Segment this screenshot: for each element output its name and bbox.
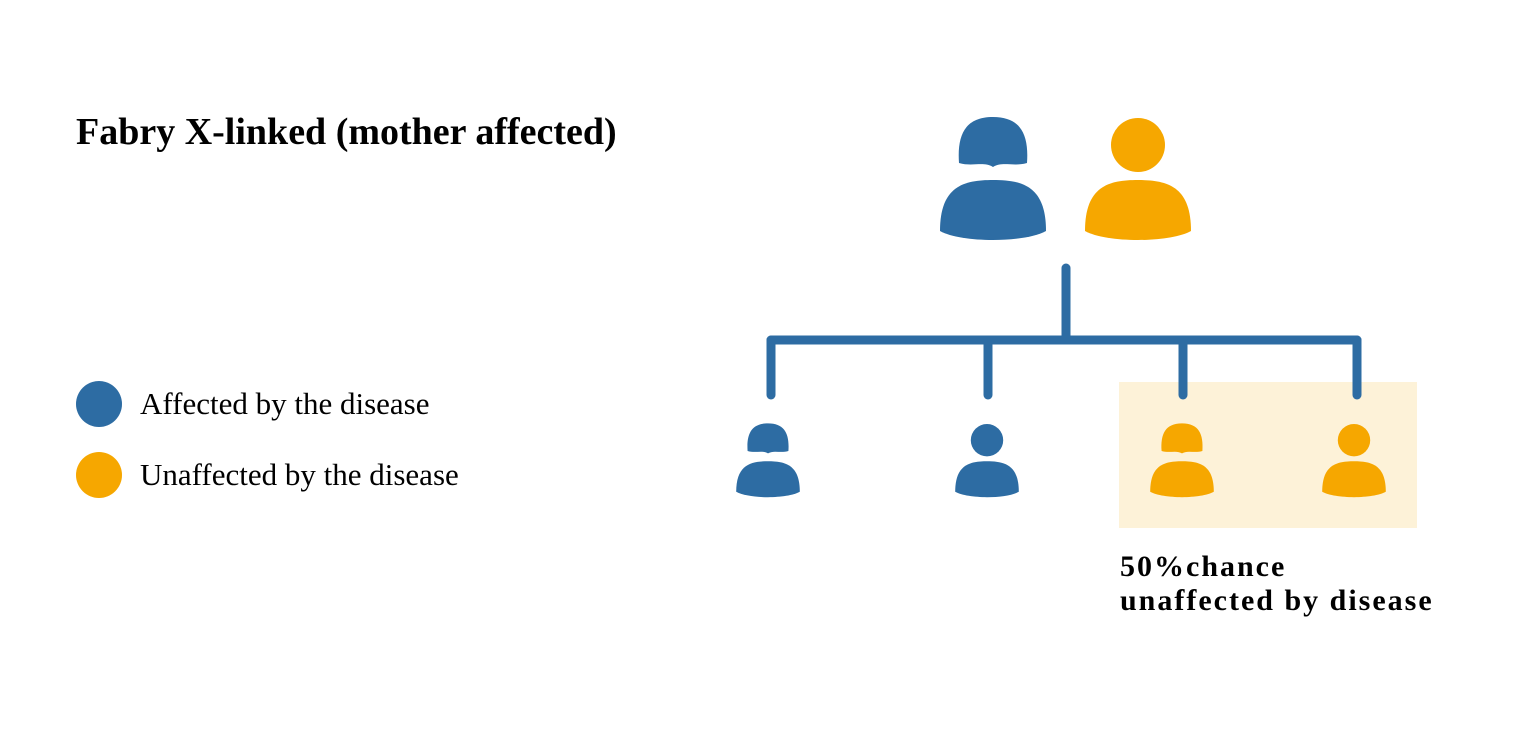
person-layer <box>736 117 1386 498</box>
female-head-icon <box>747 423 789 454</box>
legend-item-affected: Affected by the disease <box>76 381 430 427</box>
parent-mother-icon <box>940 117 1046 240</box>
parent-father-icon <box>1085 118 1191 240</box>
legend-label-affected: Affected by the disease <box>140 386 430 421</box>
legend-label-unaffected: Unaffected by the disease <box>140 457 459 492</box>
pedigree-lines <box>766 263 1362 400</box>
affected-color-dot <box>76 381 122 427</box>
person-body-icon <box>1085 180 1191 240</box>
person-body-icon <box>940 180 1046 240</box>
female-head-icon <box>1161 423 1203 454</box>
chance-note-line-1: 50%chance <box>1120 550 1287 583</box>
male-head-icon <box>1337 424 1371 457</box>
person-body-icon <box>955 461 1019 498</box>
person-body-icon <box>1322 461 1386 498</box>
child-1-icon <box>736 423 800 498</box>
unaffected-highlight-box <box>1119 382 1417 528</box>
person-body-icon <box>736 461 800 498</box>
person-body-icon <box>1150 461 1214 498</box>
child-2-icon <box>955 424 1019 498</box>
female-head-icon <box>958 117 1028 167</box>
legend-item-unaffected: Unaffected by the disease <box>76 452 459 498</box>
male-head-icon <box>970 424 1004 457</box>
diagram-title: Fabry X-linked (mother affected) <box>76 111 617 153</box>
chance-note-line-2: unaffected by disease <box>1120 584 1434 617</box>
male-head-icon <box>1111 118 1165 172</box>
unaffected-color-dot <box>76 452 122 498</box>
child-3-icon <box>1150 423 1214 498</box>
child-4-icon <box>1322 424 1386 498</box>
chance-note: 50%chance unaffected by disease <box>1120 550 1434 618</box>
